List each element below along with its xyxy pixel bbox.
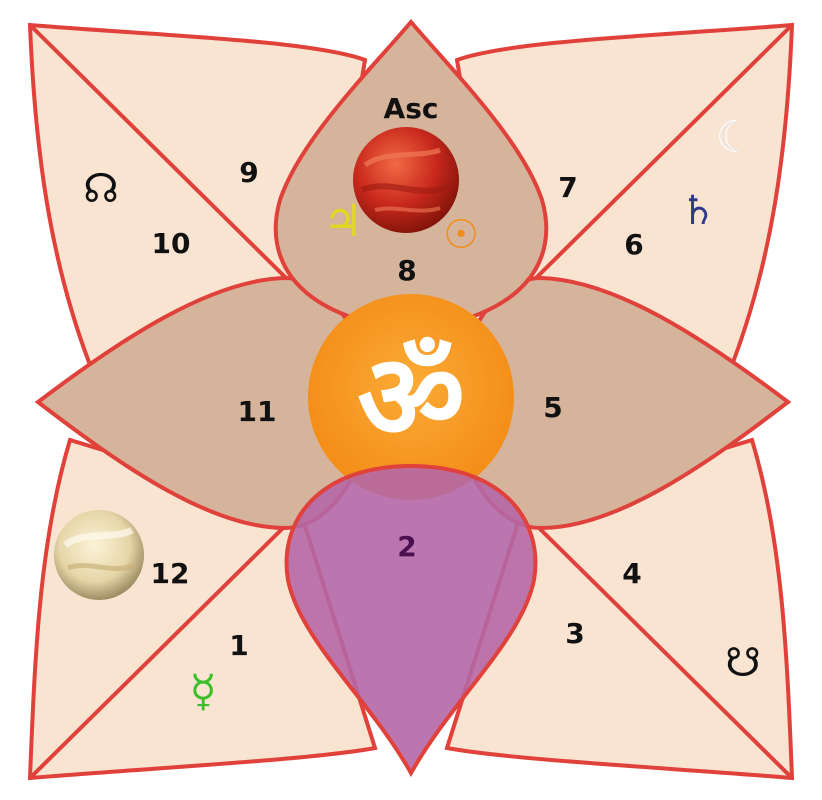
- house-number-3: 3: [565, 617, 584, 650]
- ascendant-label: Asc: [384, 92, 439, 125]
- saturn-icon: ♄: [680, 188, 716, 234]
- house-number-9: 9: [239, 156, 258, 189]
- om-symbol-icon: ॐ: [357, 328, 465, 466]
- mercury-icon: ☿: [189, 666, 216, 717]
- house-number-8: 8: [397, 254, 416, 287]
- house-number-7: 7: [558, 171, 577, 204]
- jupiter-icon: ♃: [323, 196, 362, 247]
- sun-icon: ☉: [443, 212, 479, 258]
- mars-planet-icon: [353, 127, 459, 233]
- center-circle: [308, 294, 514, 500]
- house-number-1: 1: [229, 629, 248, 662]
- moon-icon: ☾: [715, 112, 754, 163]
- house-number-4: 4: [622, 557, 641, 590]
- house-number-2: 2: [397, 530, 416, 563]
- venus-planet-icon: [54, 510, 144, 600]
- house-number-11: 11: [238, 395, 277, 428]
- rahu-node-icon: ☊: [83, 166, 119, 212]
- ketu-node-icon: ☋: [725, 640, 761, 686]
- petal-bottom: [284, 463, 538, 778]
- house-number-5: 5: [543, 391, 562, 424]
- house-number-10: 10: [152, 227, 191, 260]
- house-number-12: 12: [151, 557, 190, 590]
- house-number-6: 6: [624, 228, 643, 261]
